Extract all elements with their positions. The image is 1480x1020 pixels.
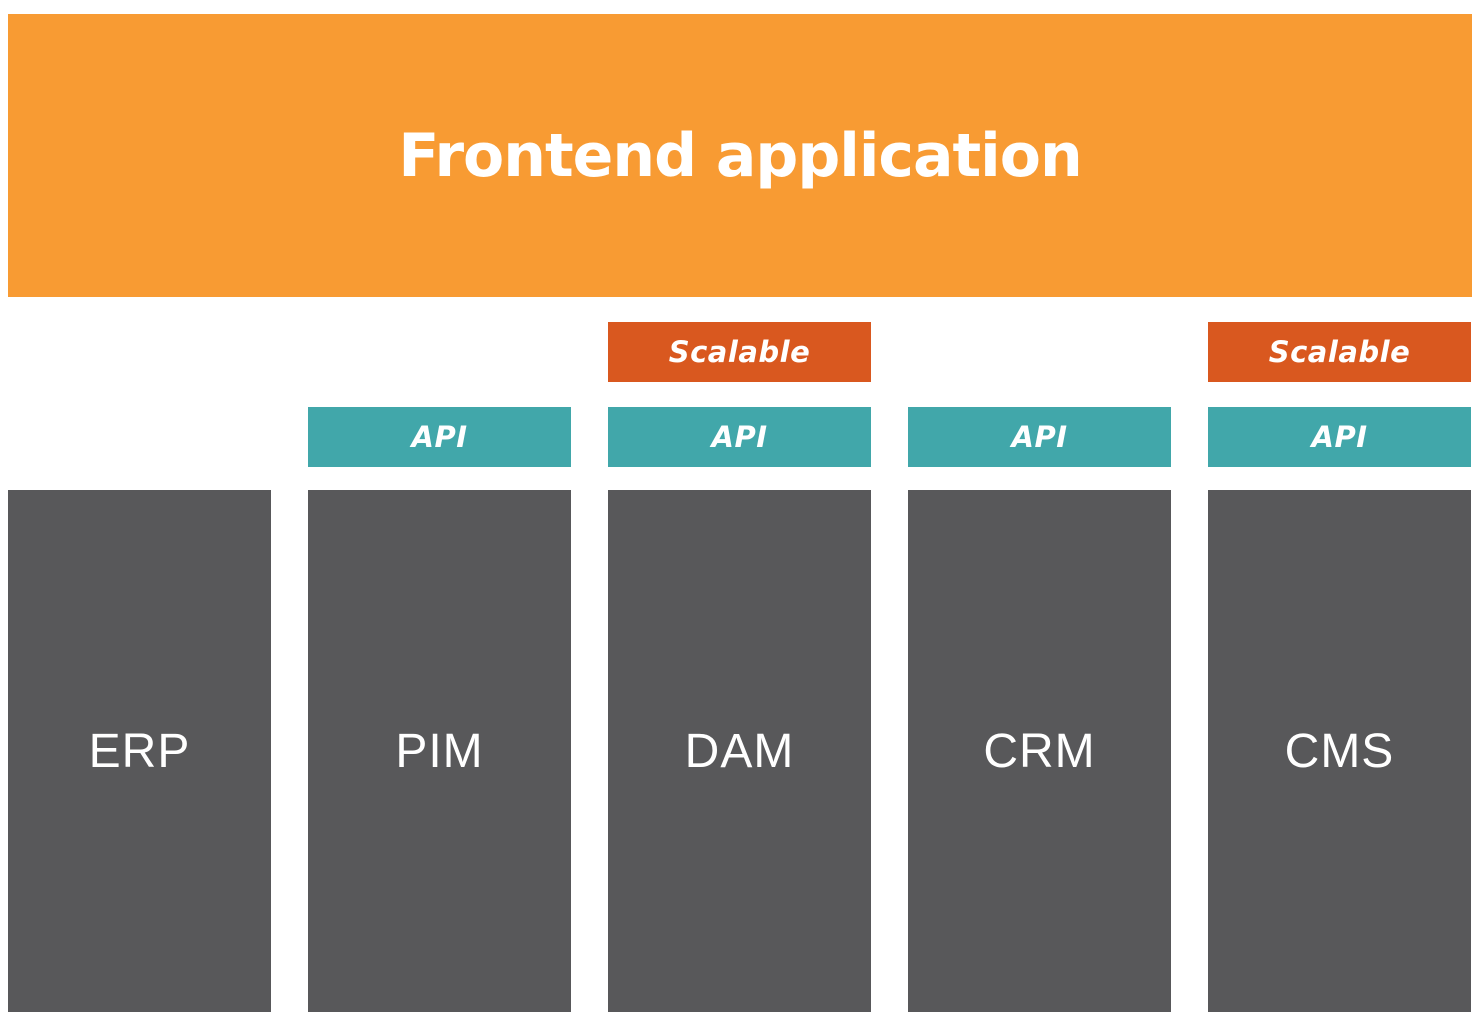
frontend-application-banner: Frontend application	[8, 14, 1472, 297]
api-badge-crm: API	[908, 407, 1171, 467]
system-label-dam: DAM	[684, 724, 795, 778]
banner-title: Frontend application	[398, 120, 1082, 191]
scalable-badge-dam-label: Scalable	[668, 335, 811, 369]
system-column-erp: ERP	[8, 490, 271, 1012]
system-column-dam: DAM	[608, 490, 871, 1012]
api-badge-crm-label: API	[1011, 420, 1068, 454]
system-label-crm: CRM	[983, 724, 1096, 778]
api-badge-pim: API	[308, 407, 571, 467]
system-column-pim: PIM	[308, 490, 571, 1012]
api-badge-pim-label: API	[411, 420, 468, 454]
scalable-badge-cms-label: Scalable	[1268, 335, 1411, 369]
api-badge-dam: API	[608, 407, 871, 467]
api-badge-cms-label: API	[1311, 420, 1368, 454]
system-column-crm: CRM	[908, 490, 1171, 1012]
system-label-erp: ERP	[88, 724, 191, 778]
scalable-badge-cms: Scalable	[1208, 322, 1471, 382]
system-label-pim: PIM	[395, 724, 484, 778]
api-badge-dam-label: API	[711, 420, 768, 454]
scalable-badge-dam: Scalable	[608, 322, 871, 382]
api-badge-cms: API	[1208, 407, 1471, 467]
system-column-cms: CMS	[1208, 490, 1471, 1012]
system-label-cms: CMS	[1284, 724, 1395, 778]
